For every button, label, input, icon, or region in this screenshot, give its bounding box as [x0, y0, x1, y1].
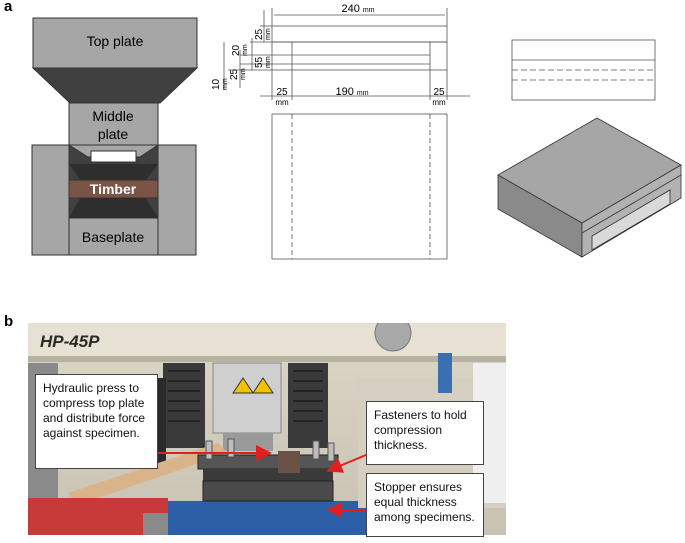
arrow-fasteners: [326, 454, 367, 473]
stopper-gap: [90, 150, 137, 163]
dim-25-right: 25: [433, 87, 445, 98]
dim-25-top-unit: mm: [265, 28, 272, 40]
plan-view: [271, 113, 448, 260]
lower-wedge: [69, 198, 158, 218]
dim-25-mid-unit: mm: [240, 68, 247, 80]
machine-label: HP-45P: [40, 332, 100, 351]
isometric-mould: [497, 117, 682, 258]
base-plate-photo: [202, 480, 334, 502]
panel-a-letter: a: [4, 0, 13, 15]
end-view: [511, 39, 656, 101]
base-frame-right: [157, 144, 197, 256]
upper-wedge: [69, 164, 158, 180]
top-plate: [32, 17, 198, 69]
middle-plate: [68, 102, 159, 146]
top-plate-label: Top plate: [87, 33, 144, 49]
callout-stopper: Stopper ensures equal thickness among sp…: [366, 473, 484, 537]
dim-20: 20: [231, 44, 242, 56]
specimen-stack: [203, 469, 333, 481]
side-view: [223, 8, 470, 100]
pressure-gauge: [374, 323, 412, 352]
callout-fasteners: Fasteners to hold compression thickness.: [366, 401, 484, 465]
callout-hydraulic: Hydraulic press to compress top plate an…: [35, 374, 158, 469]
dim-25-left: 25: [276, 87, 288, 98]
press-top-frame: [28, 323, 506, 358]
top-plate-taper: [31, 67, 199, 104]
dim-55: 55: [254, 56, 265, 68]
baseplate-label: Baseplate: [82, 229, 144, 245]
panel-a-diagram: Top plate Middle plate Timber Baseplate …: [31, 3, 682, 260]
dim-10: 10: [211, 78, 222, 90]
timber-strips: [68, 443, 228, 505]
timber-label: Timber: [90, 181, 137, 197]
dim-25-top: 25: [254, 28, 265, 40]
hydraulic-ram: [212, 362, 282, 434]
dim-10-unit: mm: [222, 78, 229, 90]
dim-25-right-unit: mm: [432, 98, 446, 107]
panel-b-letter: b: [4, 313, 14, 330]
middle-plate-label-2: plate: [98, 126, 129, 142]
middle-plate-label-1: Middle: [92, 108, 133, 124]
dim-190: 190 mm: [335, 86, 368, 98]
dim-25-mid: 25: [229, 68, 240, 80]
dim-240: 240 mm: [341, 3, 374, 15]
dim-25-left-unit: mm: [275, 98, 289, 107]
dim-20-unit: mm: [242, 44, 249, 56]
dim-55-unit: mm: [265, 56, 272, 68]
